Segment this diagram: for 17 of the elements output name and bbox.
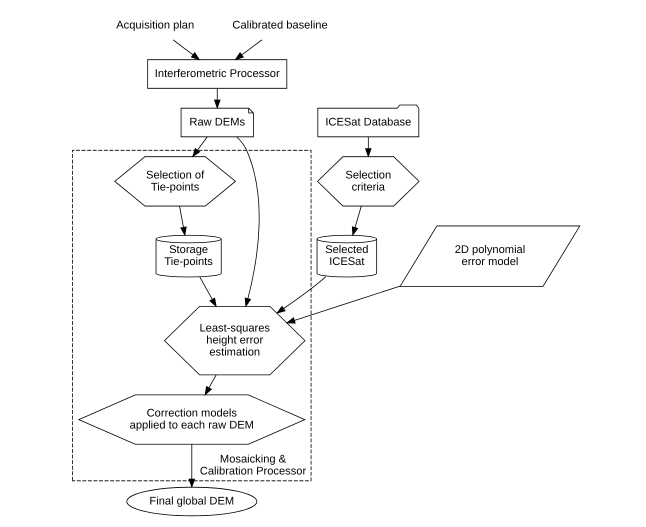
node-text: Acquisition plan [116,19,194,32]
node-text: Calibrated baseline [232,19,328,32]
arrow [214,88,221,110]
arrow [204,374,217,396]
arrow [364,136,372,158]
node-ellipse: Final global DEM [126,486,258,516]
arrow [188,444,196,488]
arrow [199,276,217,308]
arrow [352,206,362,236]
arrow [172,39,200,60]
arrow [179,206,187,236]
arrow [276,276,326,314]
arrow [192,136,208,158]
arrow [236,136,260,308]
arrow [286,286,400,324]
node-box: Interferometric Processor [147,59,288,89]
arrow [234,39,262,60]
